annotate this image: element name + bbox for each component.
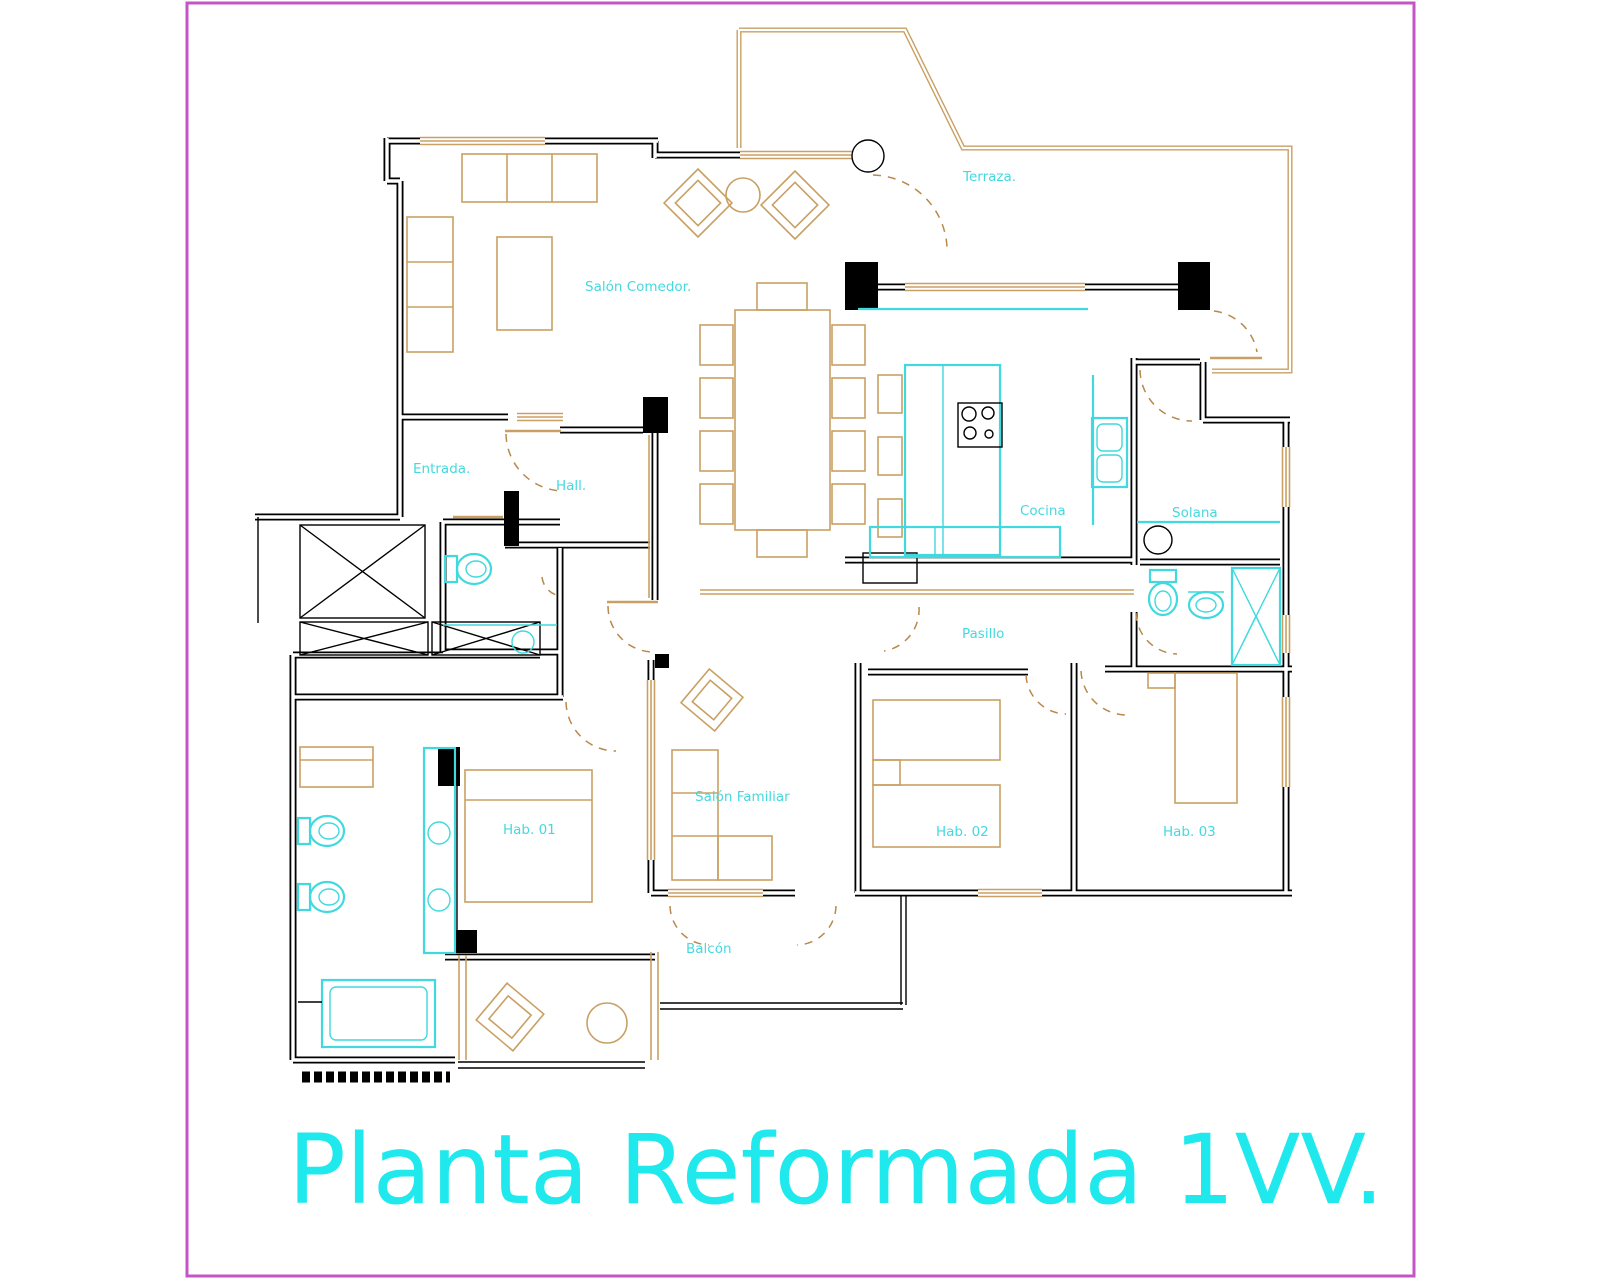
windows: [420, 135, 1292, 1060]
room-label-hab03: Hab. 03: [1163, 824, 1216, 840]
structural-column: [851, 139, 885, 173]
wc-basin: [511, 630, 535, 654]
room-label-entrada: Entrada.: [413, 461, 470, 477]
wc-toilet: [443, 552, 493, 586]
wall-column: [643, 397, 668, 433]
solana-sink: [1187, 590, 1225, 620]
kitchen-peninsula: [862, 552, 918, 584]
room-label-balcon: Balcón: [686, 941, 732, 957]
wall-stub-pasillo: [655, 654, 669, 668]
solana-toilet: [1147, 568, 1179, 617]
room-label-pasillo: Pasillo: [962, 626, 1004, 642]
room-label-solana: Solana: [1172, 505, 1218, 521]
hab01-toilet: [296, 814, 346, 848]
wall-stub-hab01-b: [455, 930, 477, 953]
room-label-cocina: Cocina: [1020, 503, 1066, 519]
hab01-vanity: [422, 746, 457, 955]
drawing-frame: [185, 1, 1416, 1278]
room-label-hall: Hall.: [556, 478, 586, 494]
stairs: [299, 621, 541, 656]
shower: [1230, 566, 1282, 667]
kitchen-counter: [868, 525, 1062, 559]
room-label-hab01: Hab. 01: [503, 822, 556, 838]
wall-stub-entry: [504, 491, 519, 546]
room-label-hab02: Hab. 02: [936, 824, 989, 840]
elevator: [299, 524, 426, 619]
wall-block-terrace-left: [845, 262, 878, 310]
kitchen-sink: [1090, 416, 1129, 489]
room-label-salon-comedor: Salón Comedor.: [585, 279, 691, 295]
room-label-terraza: Terraza.: [962, 169, 1016, 185]
room-label-salon-familiar: Salón Familiar: [695, 789, 790, 805]
bathtub: [298, 978, 437, 1049]
washing-machine: [1143, 525, 1173, 555]
terrace-boundary: [736, 27, 1293, 374]
kitchen-island: [903, 363, 1002, 557]
walls: [255, 138, 1292, 1060]
hab01-bidet: [296, 880, 346, 914]
room-labels: Terraza. Salón Comedor. Entrada. Hall. C…: [413, 169, 1218, 957]
balcony-parapet: [458, 895, 907, 1069]
furniture: [299, 153, 1238, 1052]
wall-block-terrace-right: [1178, 262, 1210, 310]
fixtures: [296, 307, 1282, 1049]
door-swings: [505, 174, 1258, 946]
plan-title: Planta Reformada 1VV.: [288, 1114, 1384, 1226]
stove: [957, 402, 1003, 448]
